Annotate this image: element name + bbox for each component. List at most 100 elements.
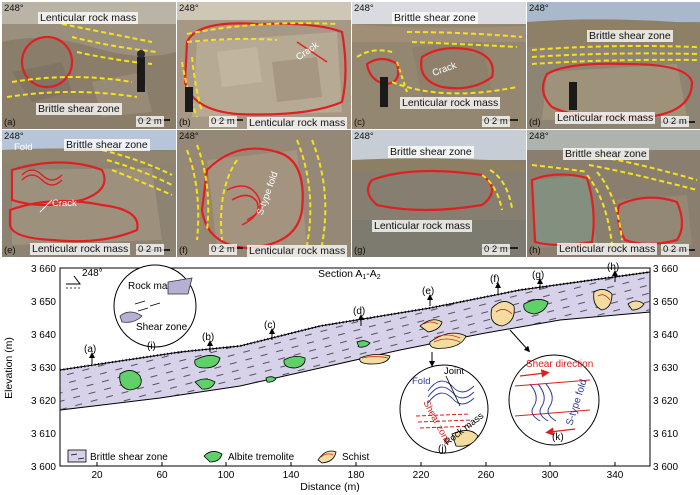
- site-label-e: (e): [422, 286, 434, 297]
- inset-i-shear-label: Shear zone: [136, 322, 188, 333]
- legend-label-schist: Schist: [342, 452, 369, 463]
- photo-h-panel-label: (h): [529, 245, 541, 256]
- photo-c-panel-label: (c): [354, 117, 366, 128]
- photo-e-label-shear: Brittle shear zone: [64, 139, 150, 151]
- inset-j-fold-label: Fold: [412, 376, 430, 387]
- photo-e-label-crack: Crack: [52, 198, 77, 209]
- photo-d-azimuth: 248°: [529, 3, 549, 14]
- photo-f-panel-label: (f): [179, 245, 188, 256]
- svg-text:3 630: 3 630: [31, 363, 56, 374]
- photo-b-scale: 0 2 m: [209, 116, 237, 127]
- svg-text:3 650: 3 650: [31, 297, 56, 308]
- photo-panel-b: 248° Crack Lenticular rock mass (b) 0 2 …: [177, 2, 351, 129]
- photo-g-azimuth: 248°: [354, 131, 374, 142]
- y-axis-right: 3 660 3 650 3 640 3 630 3 620 3 610 3 60…: [653, 264, 678, 473]
- svg-text:3 660: 3 660: [31, 264, 56, 275]
- site-label-f: (f): [490, 274, 499, 285]
- photo-a-label-shear: Brittle shear zone: [36, 103, 122, 115]
- site-label-g: (g): [532, 270, 544, 281]
- section-azimuth: 248°: [66, 268, 103, 289]
- svg-text:300: 300: [542, 470, 559, 481]
- svg-text:3 630: 3 630: [653, 363, 678, 374]
- legend-label-albite: Albite tremolite: [228, 452, 295, 463]
- photo-g-scale: 0 2 m: [482, 244, 510, 255]
- photo-e-scale: 0 2 m: [136, 244, 164, 255]
- photo-g-panel-label: (g): [354, 245, 366, 256]
- inset-j-joint-label: Joint: [444, 366, 464, 377]
- photo-g-drawing: [352, 130, 526, 257]
- x-axis-label: Distance (m): [300, 481, 360, 493]
- svg-text:140: 140: [283, 470, 300, 481]
- fold-marks: [361, 294, 611, 359]
- svg-text:3 650: 3 650: [653, 297, 678, 308]
- photo-f-azimuth: 248°: [179, 131, 199, 142]
- cross-section-diagram: (a) (b) (c) (d) (e) (f) (g) (h) Section …: [3, 262, 678, 493]
- svg-text:248°: 248°: [82, 268, 103, 279]
- photo-c-label-shear: Brittle shear zone: [392, 12, 478, 24]
- photo-a-scale: 0 2 m: [136, 116, 164, 127]
- legend-swatch-albite: [203, 451, 223, 463]
- legend-swatch-shear: [67, 449, 87, 463]
- legend-label-shear: Brittle shear zone: [90, 452, 168, 463]
- photo-a-label-lenticular: Lenticular rock mass: [38, 12, 139, 24]
- site-label-d: (d): [353, 306, 365, 317]
- photo-g-label-shear: Brittle shear zone: [388, 146, 474, 158]
- photo-f-scale: 0 2 m: [209, 244, 237, 255]
- legend: Brittle shear zone Albite tremolite Schi…: [67, 449, 369, 464]
- photo-c-label-lenticular: Lenticular rock mass: [400, 97, 501, 109]
- albite-lenses: [119, 299, 549, 391]
- inset-i: Rock mass Shear zone (i): [113, 264, 197, 352]
- inset-j: Fold Joint Shear zone Rock mass (j): [399, 364, 489, 455]
- photo-panel-f: 248° S-type fold Lenticular rock mass (f…: [177, 130, 351, 257]
- x-axis-ticks: [96, 462, 616, 466]
- svg-text:3 620: 3 620: [653, 396, 678, 407]
- inset-k-panel-label: (k): [552, 432, 564, 443]
- site-label-h: (h): [607, 262, 619, 273]
- photo-panel-a: 248° Lenticular rock mass Brittle shear …: [2, 2, 176, 129]
- photo-e-panel-label: (e): [4, 245, 16, 256]
- photo-h-label-shear: Brittle shear zone: [563, 148, 649, 160]
- photo-d-scale: 0 2 m: [661, 116, 689, 127]
- photo-g-label-lenticular: Lenticular rock mass: [372, 220, 473, 232]
- y-axis-label: Elevation (m): [3, 337, 15, 399]
- svg-text:180: 180: [348, 470, 365, 481]
- photo-b-drawing: [177, 2, 351, 129]
- photo-b-panel-label: (b): [179, 117, 191, 128]
- photo-panel-c: 248° Brittle shear zone Crack Lenticular…: [352, 2, 526, 129]
- photo-f-label-lenticular: Lenticular rock mass: [247, 245, 348, 257]
- photo-d-drawing: [527, 2, 700, 129]
- svg-text:3 620: 3 620: [31, 396, 56, 407]
- photo-d-label-lenticular: Lenticular rock mass: [555, 112, 656, 124]
- photo-a-azimuth: 248°: [4, 3, 24, 14]
- x-axis-labels: 20 60 100 140 180 220 260 300 340: [91, 470, 623, 481]
- photo-e-label-lenticular: Lenticular rock mass: [30, 243, 131, 255]
- inset-i-panel-label: (i): [147, 341, 156, 352]
- site-label-c: (c): [264, 320, 276, 331]
- site-label-b: (b): [202, 332, 214, 343]
- svg-text:340: 340: [607, 470, 624, 481]
- inset-k: Shear direction S-type fold (k): [508, 354, 600, 446]
- photo-b-azimuth: 248°: [179, 3, 199, 14]
- svg-text:220: 220: [413, 470, 430, 481]
- section-title: Section A1-A2: [318, 268, 381, 281]
- svg-text:3 610: 3 610: [653, 429, 678, 440]
- photo-panel-e: 248° Fold Brittle shear zone Crack Lenti…: [2, 130, 176, 257]
- inset-j-panel-label: (j): [438, 444, 447, 455]
- photo-f-drawing: [177, 130, 351, 257]
- photo-h-azimuth: 248°: [529, 131, 549, 142]
- photo-c-azimuth: 248°: [354, 3, 374, 14]
- photo-c-scale: 0 2 m: [482, 116, 510, 127]
- site-arrows: [89, 270, 618, 364]
- svg-text:3 660: 3 660: [653, 264, 678, 275]
- photo-a-panel-label: (a): [4, 117, 16, 128]
- site-label-a: (a): [84, 344, 96, 355]
- photo-h-label-lenticular: Lenticular rock mass: [557, 243, 658, 255]
- svg-text:20: 20: [91, 470, 103, 481]
- arrow-to-inset-k: [509, 329, 531, 353]
- photo-h-scale: 0 2 m: [661, 244, 689, 255]
- svg-text:3 640: 3 640: [653, 330, 678, 341]
- photo-panel-g: 248° Brittle shear zone Lenticular rock …: [352, 130, 526, 257]
- photo-panel-d: 248° Brittle shear zone Lenticular rock …: [527, 2, 700, 129]
- svg-text:3 640: 3 640: [31, 330, 56, 341]
- photo-e-drawing: [2, 130, 176, 257]
